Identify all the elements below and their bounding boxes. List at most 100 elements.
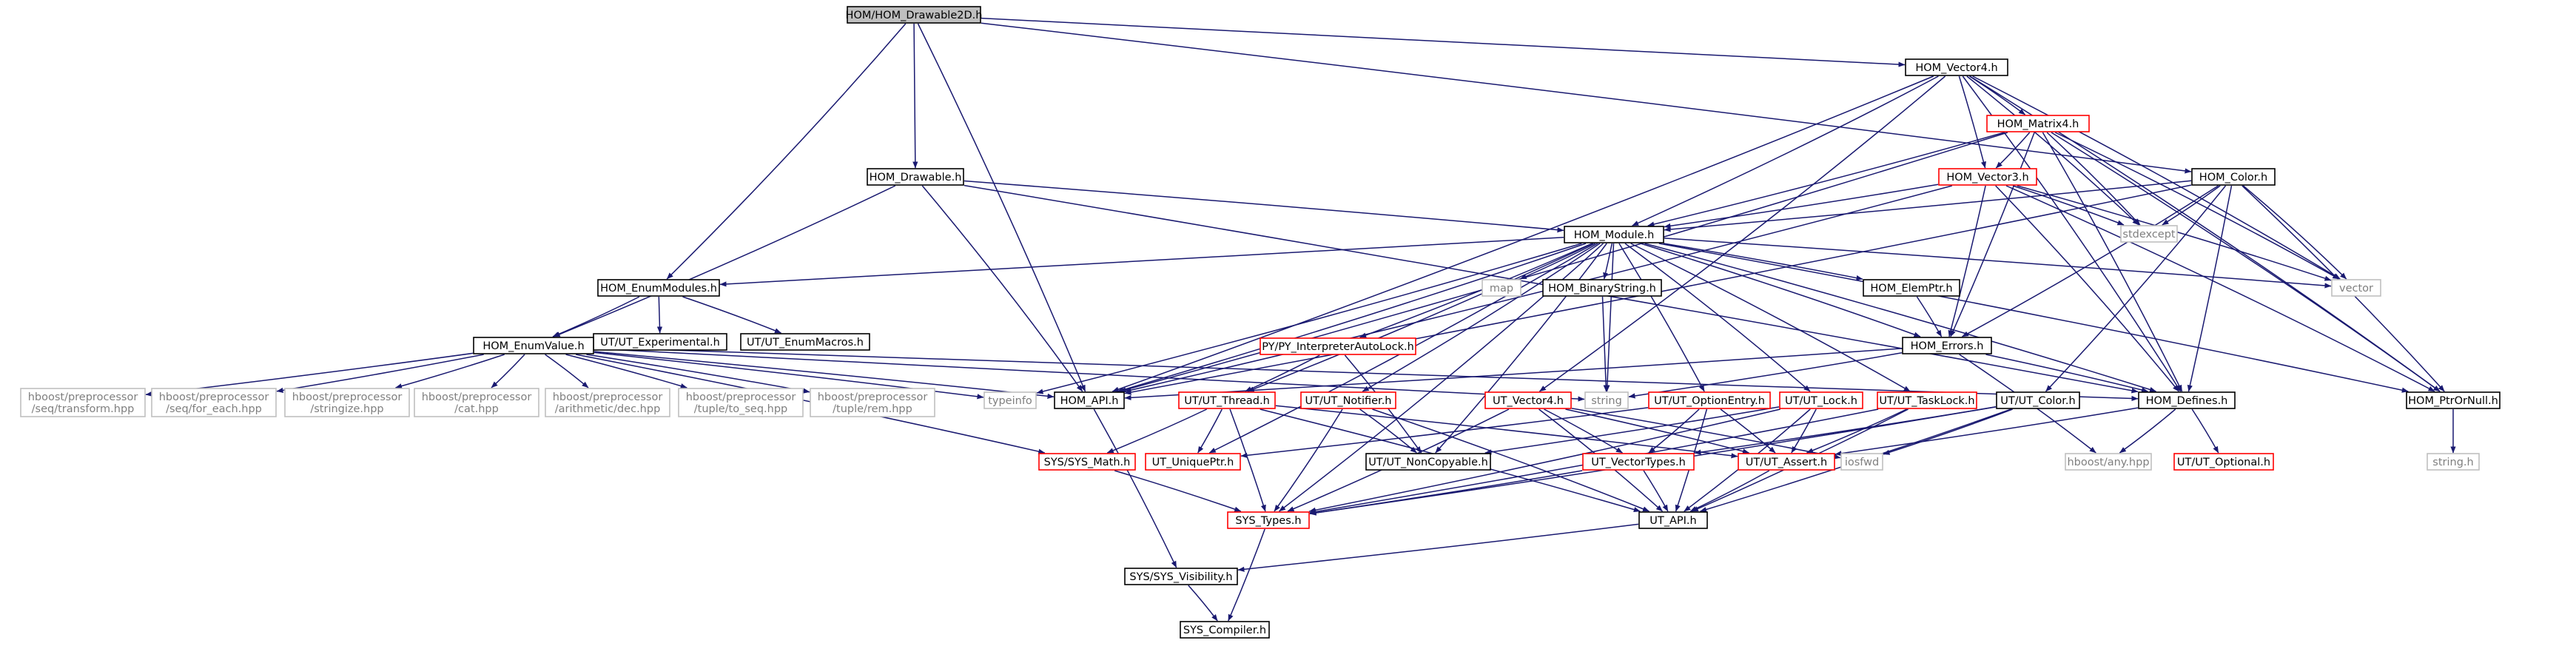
- node-homapi[interactable]: HOM_API.h: [1054, 391, 1125, 409]
- node-sysmath[interactable]: SYS/SYS_Math.h: [1038, 453, 1136, 471]
- node-noncopy[interactable]: UT/UT_NonCopyable.h: [1365, 453, 1491, 471]
- node-box-pyauto: [1260, 337, 1416, 355]
- node-enummod[interactable]: HOM_EnumModules.h: [597, 279, 720, 297]
- node-optentry[interactable]: UT/UT_OptionEntry.h: [1648, 391, 1771, 409]
- node-box-typeinfo: [983, 391, 1037, 409]
- node-box-cat: [414, 388, 539, 417]
- node-iosfwd: iosfwd: [1840, 453, 1883, 471]
- edge-utthread-to-uniqueptr: [1197, 408, 1223, 454]
- edge-color-to-homapi: [1124, 184, 2192, 395]
- node-elemptr[interactable]: HOM_ElemPtr.h: [1863, 279, 1960, 297]
- node-box-vec4: [1905, 58, 2008, 76]
- edge-defines-to-hbany: [2119, 408, 2176, 454]
- node-label-stringh: string.h: [2432, 457, 2473, 468]
- node-vec4[interactable]: HOM_Vector4.h: [1905, 58, 2008, 76]
- edge-vec4-to-vector: [1972, 75, 2341, 280]
- node-label-sysmath: SYS/SYS_Math.h: [1044, 457, 1131, 468]
- node-tasklock[interactable]: UT/UT_TaskLock.h: [1877, 391, 1977, 409]
- node-utthread[interactable]: UT/UT_Thread.h: [1178, 391, 1276, 409]
- edge-vec4-to-vec3: [1958, 75, 1986, 169]
- node-stringh: string.h: [2427, 453, 2480, 471]
- node-box-sysmath: [1038, 453, 1136, 471]
- node-utnotifier[interactable]: UT/UT_Notifier.h: [1300, 391, 1396, 409]
- node-box-homapi: [1054, 391, 1125, 409]
- edge-utassert-to-utapi: [1689, 470, 1770, 512]
- node-utlock[interactable]: UT/UT_Lock.h: [1779, 391, 1863, 409]
- edge-mat4-to-errors: [1950, 132, 2035, 337]
- node-label-vectypes: UT_VectorTypes.h: [1591, 457, 1686, 468]
- edge-enumval-to-arith: [545, 354, 589, 388]
- edge-module-to-homapi: [1117, 243, 1587, 393]
- node-utassert[interactable]: UT/UT_Assert.h: [1738, 453, 1835, 471]
- node-syscomp[interactable]: SYS_Compiler.h: [1180, 621, 1270, 639]
- node-utcolor[interactable]: UT/UT_Color.h: [1996, 391, 2080, 409]
- edge-enumval-to-defines: [593, 346, 2139, 402]
- edge-enumval-to-tuprem: [586, 354, 810, 394]
- node-vectypes[interactable]: UT_VectorTypes.h: [1582, 453, 1695, 471]
- node-utapi[interactable]: UT_API.h: [1638, 511, 1708, 529]
- node-box-toseq: [678, 388, 804, 417]
- edge-mat4-to-homapi: [1119, 132, 2008, 393]
- node-module[interactable]: HOM_Module.h: [1564, 226, 1664, 243]
- node-box-stringize: [284, 388, 410, 417]
- edge-enumval-to-toseq: [565, 354, 687, 389]
- edge-module-to-typeinfo: [1036, 243, 1582, 394]
- edge-module-to-binstr: [1603, 243, 1613, 280]
- edge-drawable-to-module: [964, 180, 1564, 233]
- edge-color-to-module: [1664, 180, 2192, 232]
- node-label-elemptr: HOM_ElemPtr.h: [1870, 283, 1952, 295]
- node-label-tasklock: UT/UT_TaskLock.h: [1879, 395, 1974, 407]
- node-binstr[interactable]: HOM_BinaryString.h: [1542, 279, 1662, 297]
- node-systypes[interactable]: SYS_Types.h: [1227, 511, 1310, 529]
- edge-utnotifier-to-systypes: [1274, 408, 1343, 512]
- edge-mat4-to-defines: [2042, 132, 2183, 392]
- node-utvec4[interactable]: UT_Vector4.h: [1484, 391, 1572, 409]
- node-drawable[interactable]: HOM_Drawable.h: [867, 168, 964, 186]
- node-label-enumval: HOM_EnumValue.h: [482, 340, 584, 352]
- edge-vec4-to-stdexcept: [1966, 75, 2139, 226]
- node-uniqueptr[interactable]: UT_UniquePtr.h: [1145, 453, 1241, 471]
- edge-color-to-defines: [2187, 185, 2233, 392]
- node-utopt[interactable]: UT/UT_Optional.h: [2173, 453, 2274, 471]
- node-label-color: HOM_Color.h: [2199, 172, 2267, 184]
- node-utenummac[interactable]: UT/UT_EnumMacros.h: [740, 333, 870, 351]
- node-box-utassert: [1738, 453, 1835, 471]
- node-errors[interactable]: HOM_Errors.h: [1902, 337, 1992, 354]
- node-label-utvec4: UT_Vector4.h: [1493, 395, 1564, 407]
- node-box-stringh: [2427, 453, 2480, 471]
- node-label-typeinfo: typeinfo: [988, 395, 1032, 407]
- node-box-seqtr: [20, 388, 146, 417]
- edge-module-to-ptrornull: [1658, 243, 2409, 393]
- node-box-noncopy: [1365, 453, 1491, 471]
- node-color[interactable]: HOM_Color.h: [2191, 168, 2276, 186]
- node-label-pyauto: PY/PY_InterpreterAutoLock.h: [1262, 341, 1414, 353]
- node-box-systypes: [1227, 511, 1310, 529]
- node-label-utexp: UT/UT_Experimental.h: [600, 337, 720, 349]
- node-map: map: [1482, 279, 1521, 297]
- edge-module-to-noncopy: [1435, 243, 1607, 454]
- nodes-layer: HOM/HOM_Drawable2D.hHOM_Vector4.hHOM_Mat…: [20, 6, 2501, 639]
- edge-enumval-to-seqfe: [276, 354, 484, 393]
- node-utexp[interactable]: UT/UT_Experimental.h: [593, 333, 727, 351]
- edge-module-to-enummod: [719, 237, 1564, 287]
- edge-module-to-tasklock: [1630, 243, 1911, 392]
- node-tuprem: hboost/preprocessor/tuple/rem.hpp: [810, 388, 935, 417]
- node-pyauto[interactable]: PY/PY_InterpreterAutoLock.h: [1260, 337, 1416, 355]
- node-vec3[interactable]: HOM_Vector3.h: [1938, 168, 2037, 186]
- node-stdexcept: stdexcept: [2120, 225, 2178, 243]
- node-enumval[interactable]: HOM_EnumValue.h: [473, 337, 594, 354]
- node-sysvis[interactable]: SYS/SYS_Visibility.h: [1124, 568, 1238, 585]
- edge-module-to-vector: [1664, 238, 2332, 289]
- node-box-enummod: [597, 279, 720, 297]
- edge-errors-to-defines: [1985, 354, 2148, 393]
- node-defines[interactable]: HOM_Defines.h: [2138, 391, 2236, 409]
- node-label-stringize-line-1: hboost/preprocessor: [292, 391, 403, 403]
- edge-module-to-errors: [1640, 243, 1921, 337]
- node-root[interactable]: HOM/HOM_Drawable2D.h: [846, 6, 983, 24]
- node-mat4[interactable]: HOM_Matrix4.h: [1986, 115, 2090, 132]
- node-ptrornull[interactable]: HOM_PtrOrNull.h: [2406, 391, 2501, 409]
- node-label-utenummac: UT/UT_EnumMacros.h: [747, 337, 864, 349]
- edge-elemptr-to-errors: [1916, 296, 1943, 337]
- node-box-utopt: [2173, 453, 2274, 471]
- edge-systypes-to-syscomp: [1228, 528, 1265, 622]
